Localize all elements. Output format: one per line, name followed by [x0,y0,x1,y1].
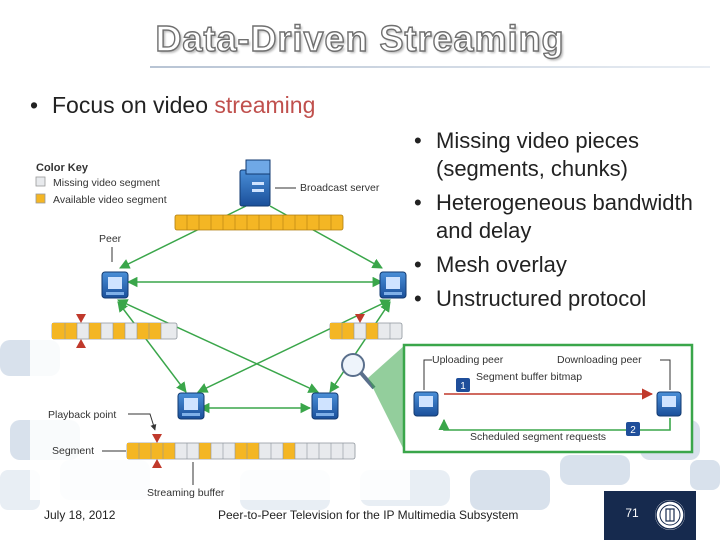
downloading-peer-label: Downloading peer [557,354,642,366]
left-buffer [51,314,178,348]
peer-icon-bottom-right [311,392,339,420]
right-bullet-item: •Unstructured protocol [414,286,647,311]
request-arrow [438,418,671,431]
uploading-peer-label: Uploading peer [432,354,504,366]
segment-label: Segment [52,445,94,457]
right-bullet-text: Heterogeneous bandwidth and delay [436,190,693,243]
zoom-beam [368,345,405,452]
step-two-badge: 2 [630,425,636,436]
streaming-buffer-label: Streaming buffer [147,487,225,499]
peer-icon-bottom-left [177,392,205,420]
color-key-title: Color Key [36,162,89,174]
footer-title: Peer-to-Peer Television for the IP Multi… [218,508,519,522]
main-bullet: • Focus on video streaming [30,92,315,119]
slide-title: Data-Driven Streaming [155,17,565,59]
title-underline [150,66,710,68]
footer-date: July 18, 2012 [44,508,116,522]
right-bullet-item: •Mesh overlay [414,252,567,277]
page-number: 71 [625,506,639,520]
right-bullet-text: Unstructured protocol [436,286,647,311]
main-bullet-accent: streaming [214,92,316,118]
inset-panel: Uploading peer Downloading peer Segment … [402,343,694,454]
server-icon [239,159,271,207]
step-one-badge: 1 [460,381,466,392]
peer-icon-left [101,271,129,299]
color-key-available-label: Available video segment [53,194,167,206]
bottom-buffer [126,434,356,468]
right-bullet-list: •Missing video pieces (segments, chunks)… [414,127,720,319]
color-key-missing-label: Missing video segment [53,177,160,189]
uploader-pointer [423,359,432,390]
scheduled-requests-label: Scheduled segment requests [470,431,606,443]
right-bullet-item: •Heterogeneous bandwidth and delay [414,190,693,243]
peer-label: Peer [99,233,122,245]
right-bullet-text: Missing video pieces (segments, chunks) [436,128,639,181]
university-seal-icon [655,500,685,530]
top-buffer [174,214,344,231]
color-key-available-swatch [35,193,46,204]
broadcast-server-label: Broadcast server [300,182,380,194]
magnifier-icon [341,353,376,390]
segment-bitmap-label: Segment buffer bitmap [476,371,582,383]
bullet-dot: • [30,92,39,118]
peer-icon-right [379,271,407,299]
main-bullet-text: Focus on video [52,92,215,118]
right-bullet-item: •Missing video pieces (segments, chunks) [414,128,639,181]
downloader-pointer [660,359,671,390]
playback-point-label: Playback point [48,409,116,421]
color-key-missing-swatch [35,176,46,187]
right-bullet-text: Mesh overlay [436,252,567,277]
playback-pointer [128,413,157,431]
right-buffer [329,314,403,340]
